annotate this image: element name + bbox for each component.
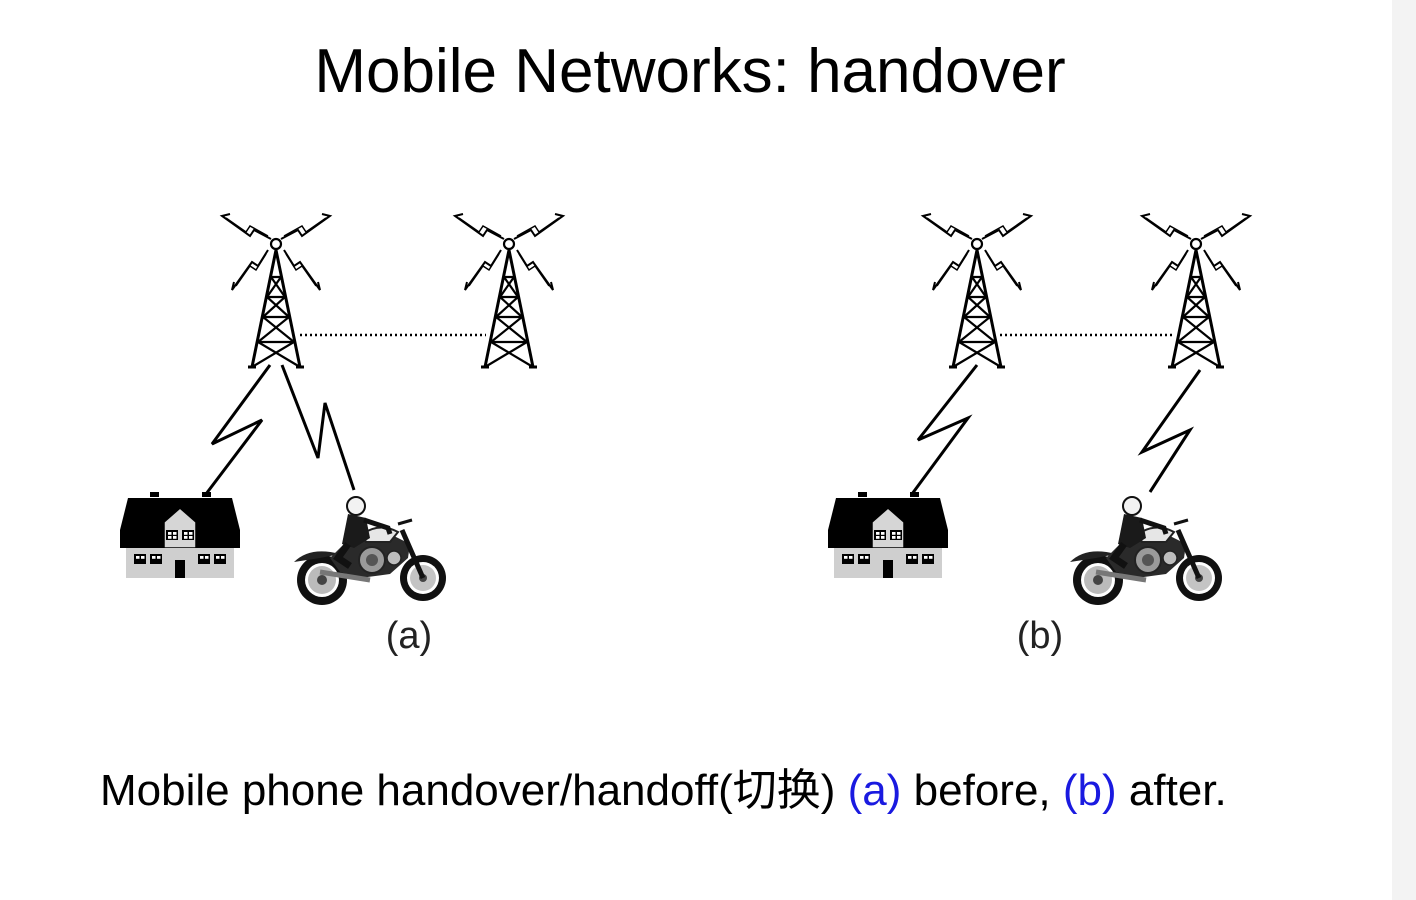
radio-link-icon xyxy=(204,364,272,495)
panel-a-label: (a) xyxy=(386,615,432,657)
caption-ref-a: (a) xyxy=(847,766,902,815)
panel-b: (b) xyxy=(827,212,1252,657)
caption-ref-b: (b) xyxy=(1062,766,1117,815)
panel-b-label: (b) xyxy=(1017,615,1063,657)
caption-lead: Mobile phone handover/handoff(切换) xyxy=(100,766,848,815)
cell-tower-icon xyxy=(220,212,332,369)
caption-mid: before, xyxy=(901,766,1063,815)
motorcycle-icon xyxy=(294,497,446,605)
house-icon xyxy=(827,491,949,579)
radio-link-icon xyxy=(280,364,356,491)
cell-tower-icon xyxy=(453,212,565,369)
radio-link-icon xyxy=(1137,369,1202,493)
cell-tower-icon xyxy=(1140,212,1252,369)
motorcycle-icon xyxy=(1070,497,1222,605)
figure-caption: Mobile phone handover/handoff(切换) (a) be… xyxy=(100,763,1227,819)
house-icon xyxy=(119,491,241,579)
radio-link-icon xyxy=(910,364,979,495)
right-edge-strip xyxy=(1392,0,1416,900)
page-title: Mobile Networks: handover xyxy=(314,37,1066,106)
caption-tail: after. xyxy=(1116,766,1227,815)
cell-tower-icon xyxy=(921,212,1033,369)
panel-a: (a) xyxy=(119,212,565,657)
